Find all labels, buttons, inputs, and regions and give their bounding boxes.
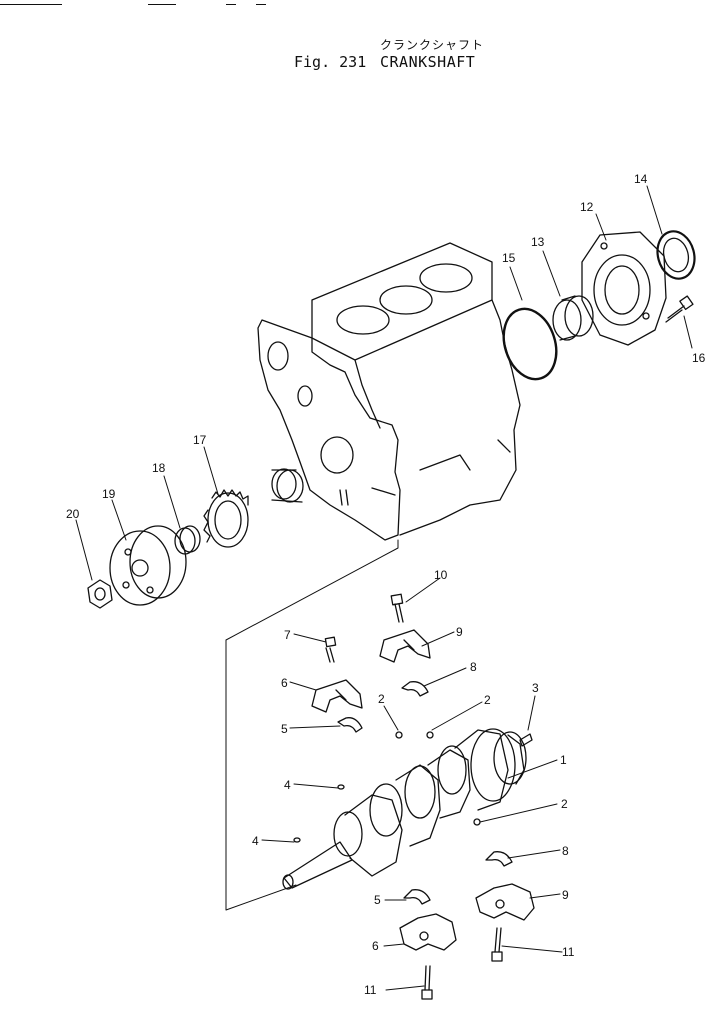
o-ring xyxy=(502,307,558,381)
callout-11: 11 xyxy=(562,945,575,959)
upper-bearing-parts xyxy=(311,593,431,733)
rear-bushing xyxy=(552,295,594,341)
callout-11: 11 xyxy=(364,983,377,997)
header-rule xyxy=(0,4,62,5)
rear-retainer-housing xyxy=(581,231,667,346)
callout-4: 4 xyxy=(252,834,259,848)
leader-lines xyxy=(75,185,693,991)
callout-14: 14 xyxy=(634,172,648,186)
figure-number: Fig. 231 xyxy=(294,53,367,71)
callout-8: 8 xyxy=(470,660,477,674)
plugs xyxy=(293,731,481,843)
callout-6: 6 xyxy=(372,939,379,953)
cylinder-block xyxy=(225,242,521,911)
callout-9: 9 xyxy=(562,888,569,902)
callout-7: 7 xyxy=(284,628,291,642)
callout-12: 12 xyxy=(580,200,594,214)
oil-seal xyxy=(656,230,696,280)
pulley-nut xyxy=(87,579,113,609)
callout-20: 20 xyxy=(66,507,80,521)
figure-title: CRANKSHAFT xyxy=(380,53,476,71)
callout-17: 17 xyxy=(193,433,207,447)
header-rule xyxy=(148,4,176,5)
front-collar xyxy=(174,525,201,555)
callout-2: 2 xyxy=(378,692,385,706)
callout-1: 1 xyxy=(560,753,567,767)
crank-pulley xyxy=(109,525,187,606)
lower-bearing-parts xyxy=(399,851,535,1000)
crank-pin xyxy=(519,733,533,747)
callout-6: 6 xyxy=(281,676,288,690)
retainer-bolt xyxy=(665,295,694,323)
callout-5: 5 xyxy=(281,722,288,736)
crankshaft xyxy=(282,728,527,890)
callout-3: 3 xyxy=(532,681,539,695)
japanese-title: クランクシャフト xyxy=(380,38,485,52)
callout-9: 9 xyxy=(456,625,463,639)
callout-labels: 1 2 2 2 3 4 4 5 5 6 6 7 8 8 9 9 10 11 11… xyxy=(66,172,706,997)
callout-16: 16 xyxy=(692,351,706,365)
crank-gear xyxy=(203,489,249,548)
callout-5: 5 xyxy=(374,893,381,907)
callout-2: 2 xyxy=(561,797,568,811)
callout-2: 2 xyxy=(484,693,491,707)
callout-19: 19 xyxy=(102,487,116,501)
callout-4: 4 xyxy=(284,778,291,792)
callout-13: 13 xyxy=(531,235,545,249)
callout-10: 10 xyxy=(434,568,448,582)
callout-15: 15 xyxy=(502,251,516,265)
callout-18: 18 xyxy=(152,461,166,475)
callout-8: 8 xyxy=(562,844,569,858)
header-rule xyxy=(256,4,266,5)
header-rule xyxy=(226,4,236,5)
page-header: クランクシャフト Fig. 231 CRANKSHAFT xyxy=(0,0,709,80)
